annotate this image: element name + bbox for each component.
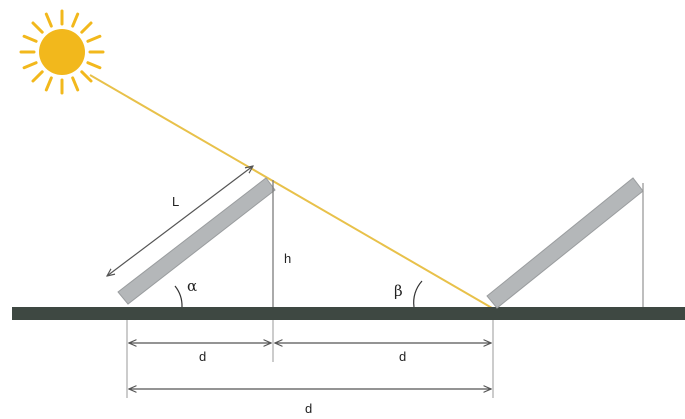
sun-ray <box>44 76 53 92</box>
panel-length-arrow <box>107 166 253 276</box>
sun-ray <box>86 34 102 43</box>
sun-ray <box>22 61 38 70</box>
solar-panel-2 <box>486 177 644 309</box>
sun-ray <box>31 70 44 83</box>
elevation-angle-arc <box>413 280 423 308</box>
sun-ray <box>22 34 38 43</box>
sun-ray <box>80 70 93 83</box>
sun-icon <box>19 9 105 95</box>
sun-ray <box>86 61 102 70</box>
ground-bar <box>12 307 685 320</box>
elevation-angle-label: β <box>394 282 403 300</box>
gap-second-label: d <box>399 349 406 364</box>
sun-ray <box>80 21 93 34</box>
tilt-angle-label: α <box>187 277 197 295</box>
sun-ray <box>44 12 53 28</box>
sun-ray <box>71 12 80 28</box>
sun-ray <box>71 76 80 92</box>
tilt-angle-arc <box>174 285 183 308</box>
sun-ray-line <box>89 74 493 309</box>
gap-first-label: d <box>199 349 206 364</box>
sun-ray <box>31 21 44 34</box>
height-label: h <box>284 251 291 266</box>
panel-length-label: L <box>172 194 179 209</box>
total-distance-label: d <box>305 401 312 416</box>
